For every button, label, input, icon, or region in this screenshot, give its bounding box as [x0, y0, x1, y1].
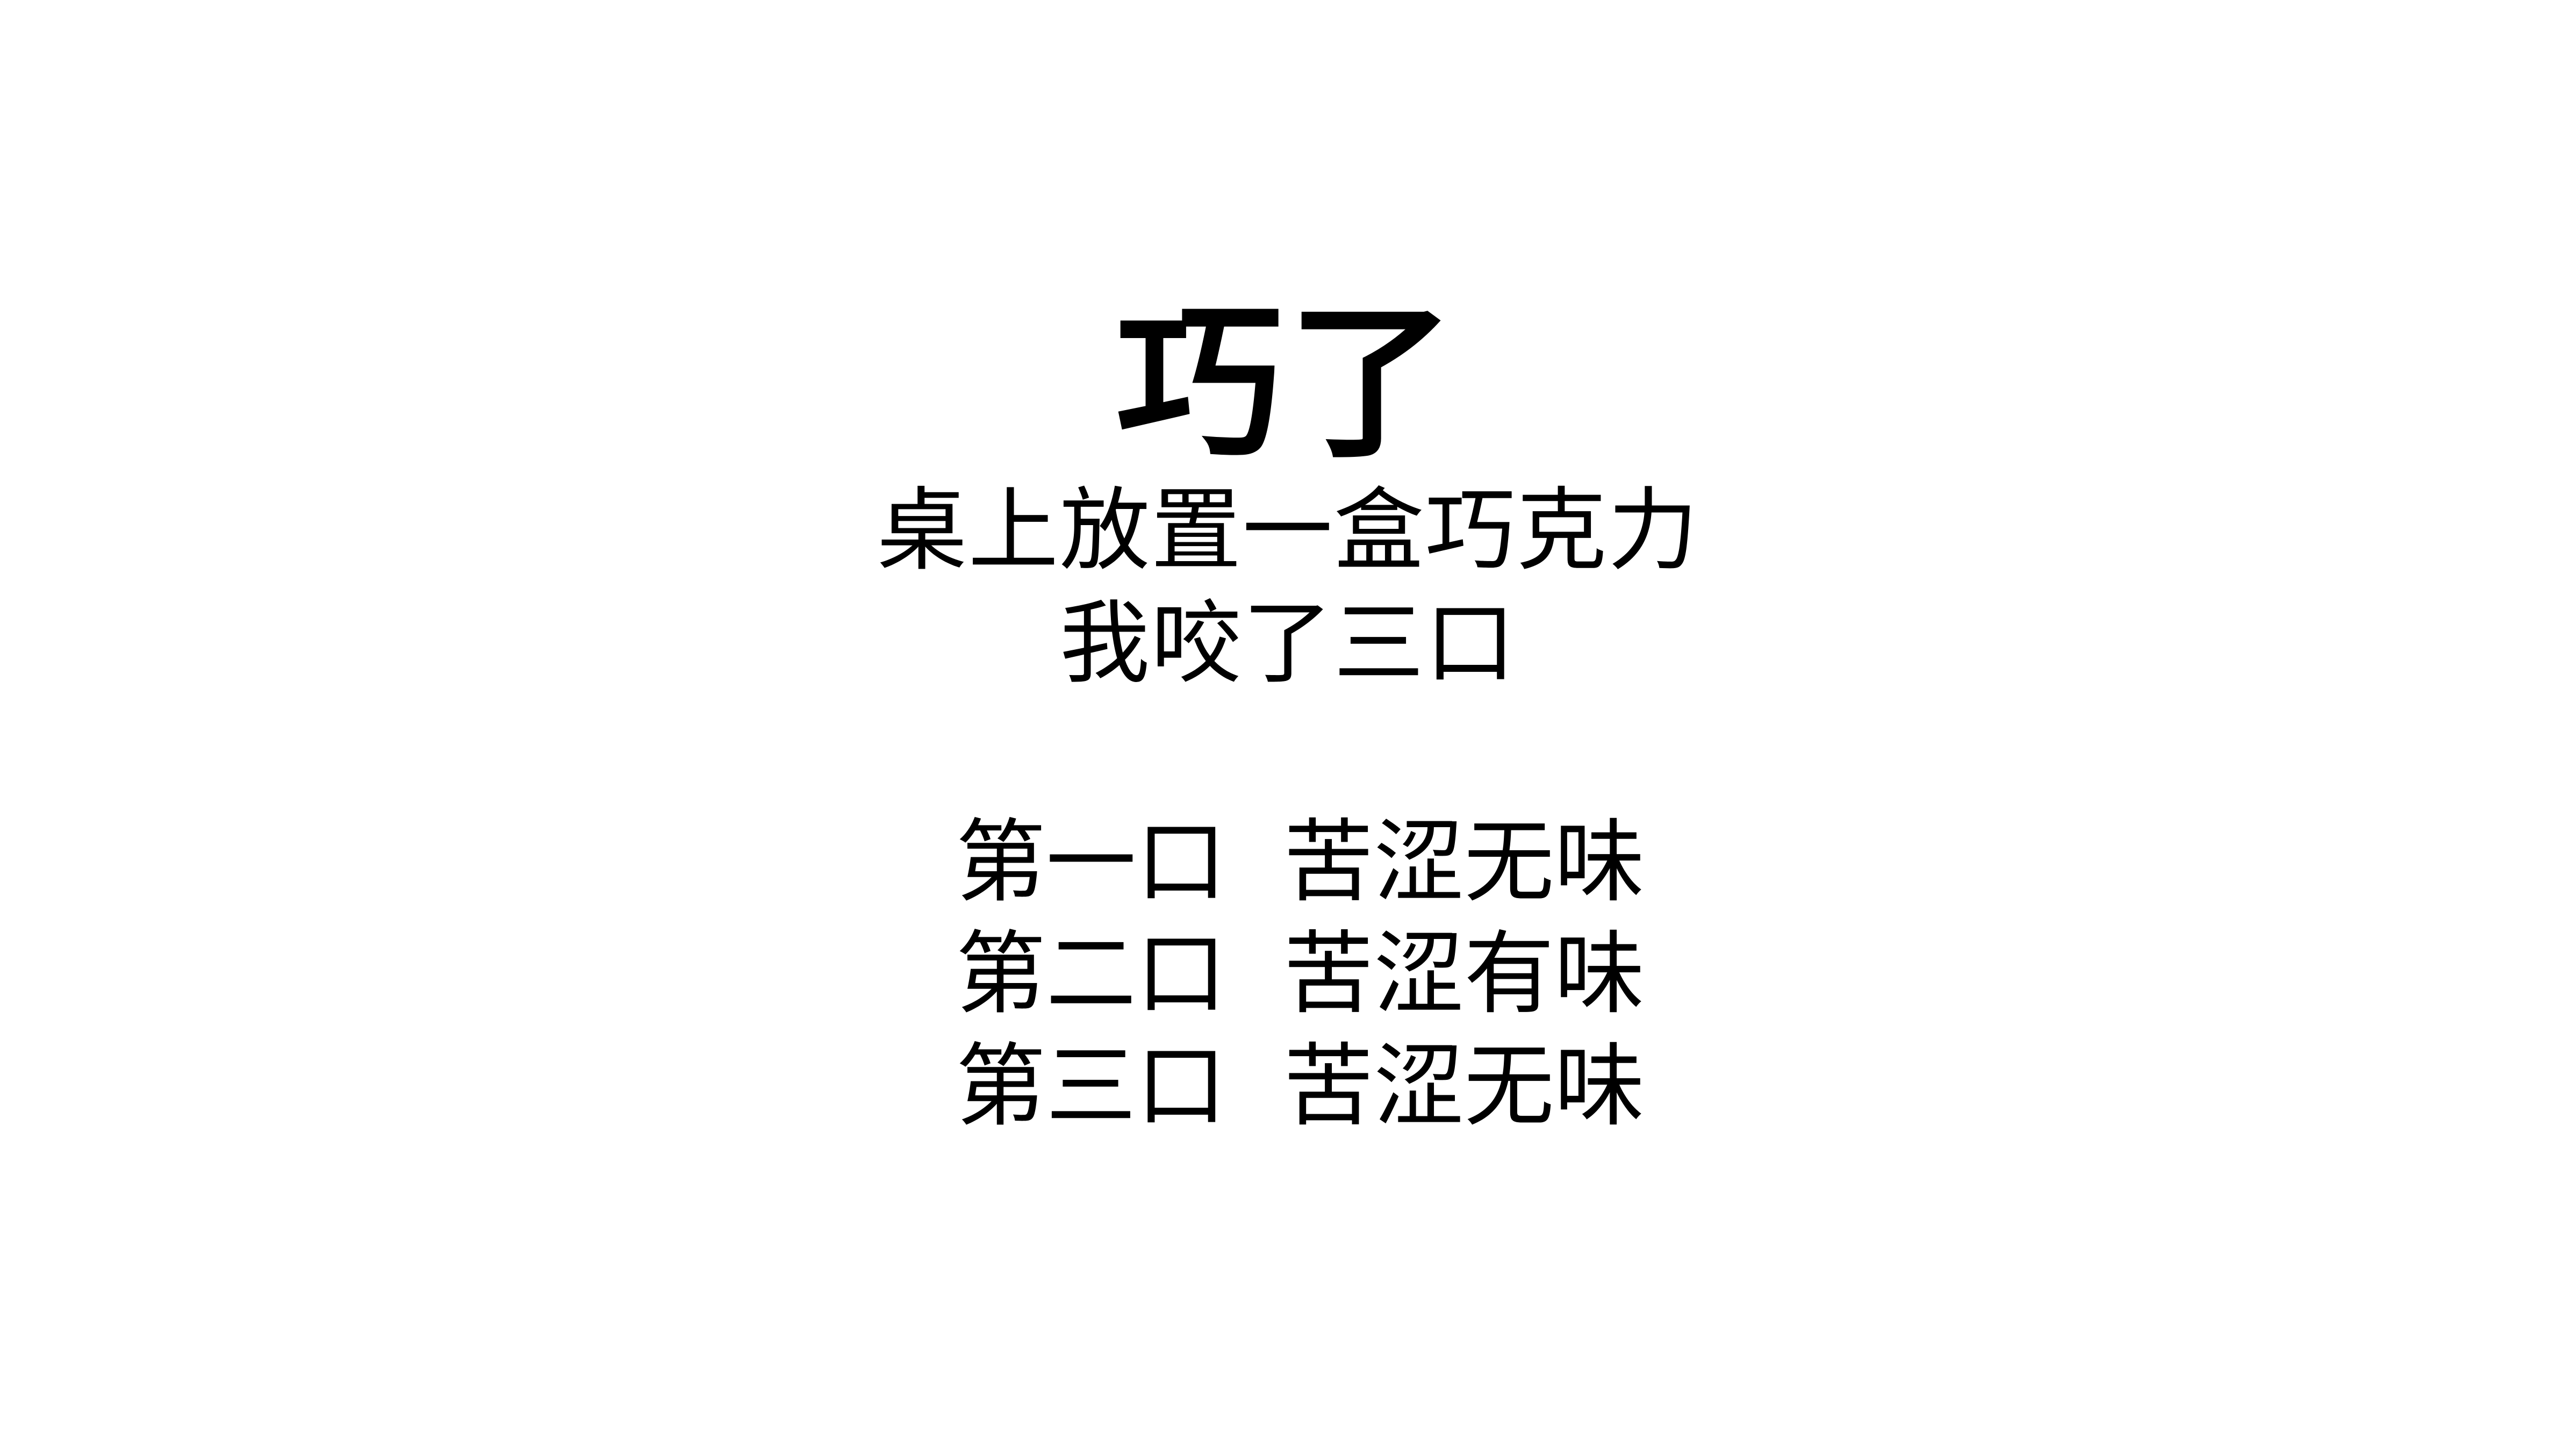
subtitle-line: 桌上放置一盒巧克力	[877, 478, 1699, 583]
subtitle-line: 我咬了三口	[1059, 591, 1517, 696]
bite-label: 第一口	[956, 809, 1226, 915]
bite-row: 第一口苦涩无味	[956, 817, 1645, 919]
bite-taste: 苦涩无味	[1283, 1034, 1645, 1139]
bite-row: 第三口苦涩无味	[956, 1041, 1645, 1143]
bite-label: 第三口	[956, 1034, 1226, 1139]
slide-title: 巧了	[1116, 287, 1460, 481]
bite-row: 第二口苦涩有味	[956, 929, 1645, 1031]
bite-taste: 苦涩无味	[1283, 809, 1645, 915]
bite-taste: 苦涩有味	[1283, 921, 1645, 1027]
bite-label: 第二口	[956, 921, 1226, 1027]
